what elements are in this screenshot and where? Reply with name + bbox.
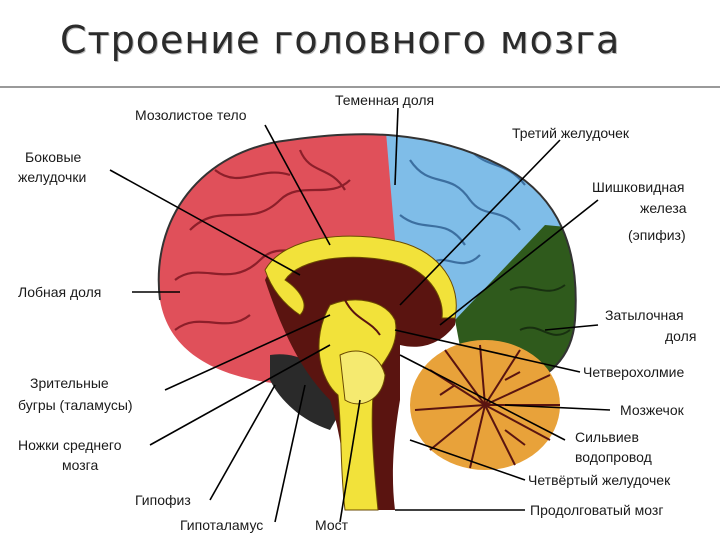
title-divider [0,86,720,88]
label-corpus-callosum: Мозолистое тело [135,107,247,123]
label-pineal-1: Шишковидная [592,179,684,195]
label-lateral-ventricles-2: желудочки [18,169,86,185]
cerebellum-folia [414,344,560,469]
label-cerebellum: Мозжечок [620,402,685,418]
label-aqueduct-1: Сильвиев [575,429,639,445]
label-thalamus-1: Зрительные [30,375,109,391]
corpus-callosum [264,235,457,319]
aqueduct-line [344,299,381,336]
label-pineal-3: (эпифиз) [628,227,686,243]
label-occipital-2: доля [665,328,696,344]
label-medulla: Продолговатый мозг [530,502,663,518]
label-pons: Мост [315,517,349,533]
label-parietal-lobe: Теменная доля [335,92,434,108]
page-title: Строение головного мозга [60,18,621,62]
label-midbrain-2: мозга [62,457,98,473]
leader-lines [109,107,611,523]
label-quadrigemina: Четверохолмие [583,364,684,380]
frontal-gyri [174,149,351,331]
label-thalamus-2: бугры (таламусы) [18,397,133,413]
label-fourth-ventricle: Четвёртый желудочек [528,472,671,488]
label-occipital-1: Затылочная [605,307,684,323]
brainstem [318,299,397,511]
label-midbrain-1: Ножки среднего [18,437,122,453]
frontal-base-region [270,354,350,430]
label-pineal-2: железа [640,200,687,216]
label-frontal-lobe: Лобная доля [18,284,101,300]
pons-region [339,350,386,405]
brain-outline [157,133,577,386]
label-aqueduct-2: водопровод [575,449,652,465]
label-lateral-ventricles-1: Боковые [25,149,82,165]
label-pituitary: Гипофиз [135,492,191,508]
label-third-ventricle: Третий желудочек [512,125,630,141]
label-hypothalamus: Гипоталамус [180,517,263,533]
occipital-gyri [509,284,571,336]
